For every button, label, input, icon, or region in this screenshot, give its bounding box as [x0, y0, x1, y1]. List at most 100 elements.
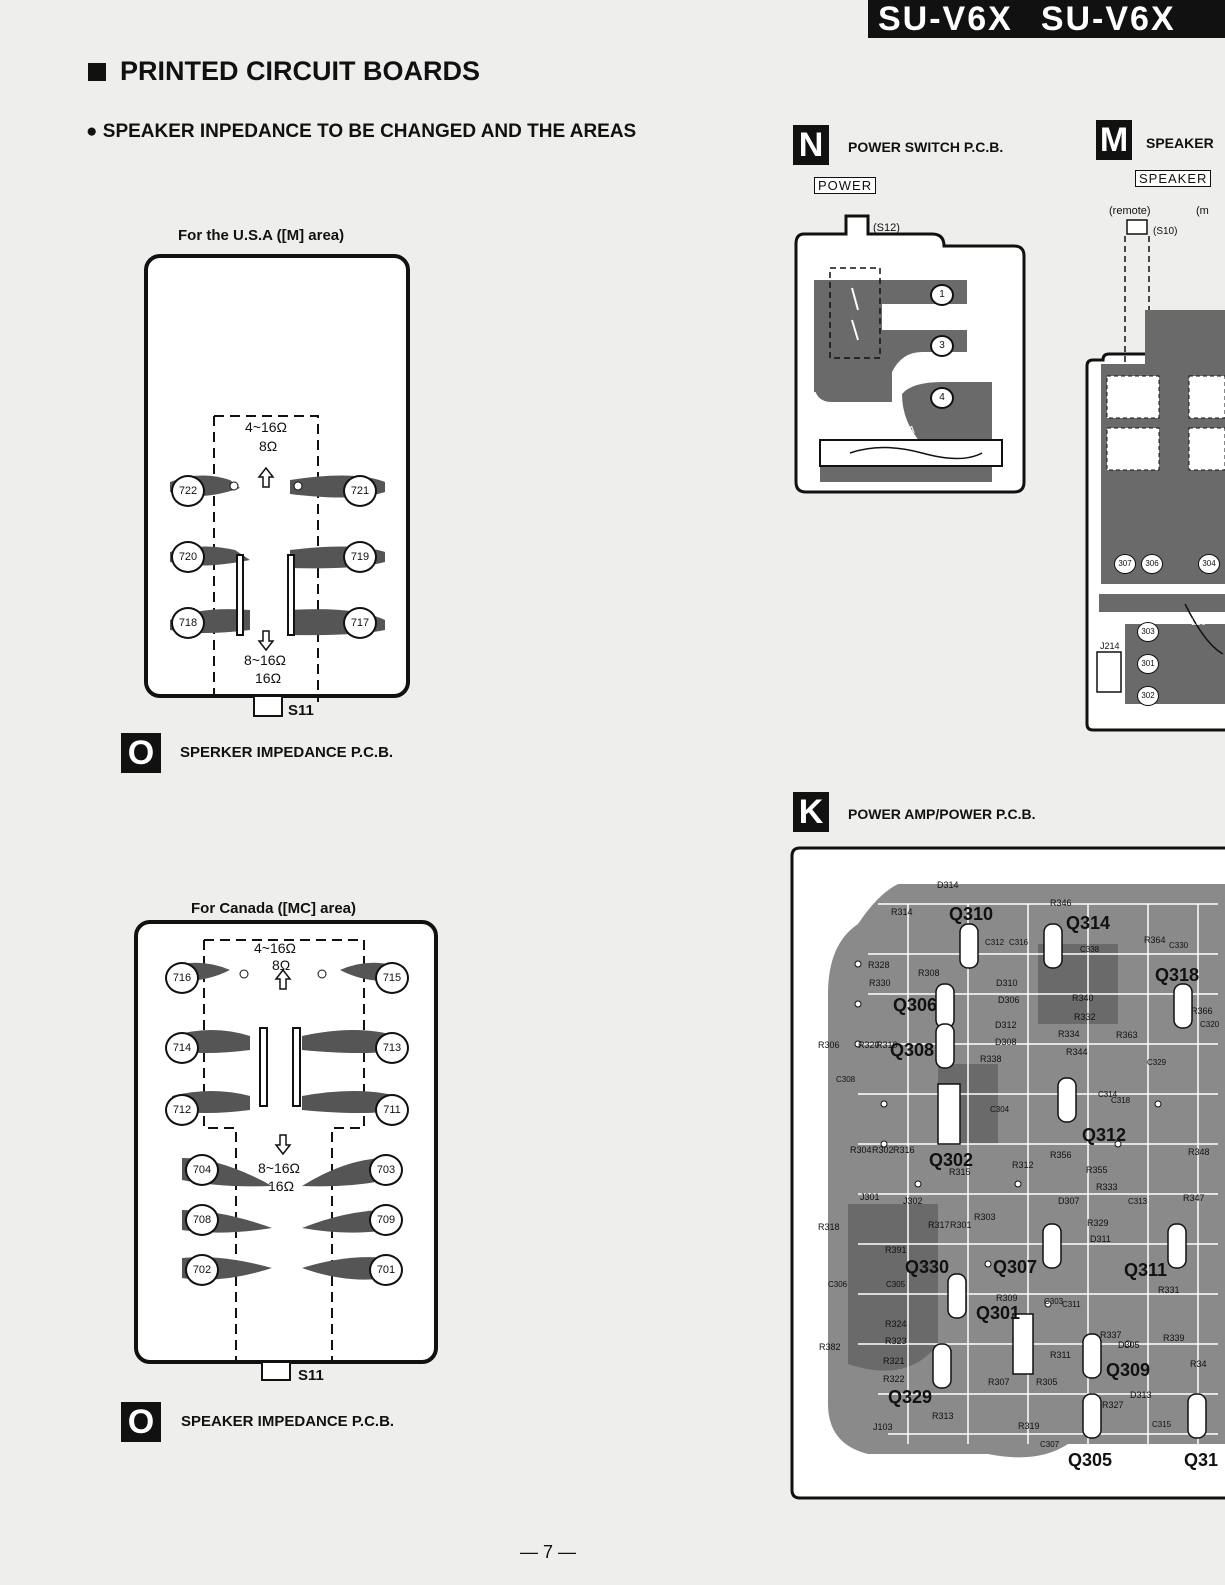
remote-label-partial: (m [1196, 205, 1209, 217]
pad-label: 709 [369, 1204, 403, 1236]
component-label: C304 [990, 1105, 1010, 1114]
component-label: R363 [1116, 1030, 1138, 1040]
component-label: R346 [1050, 898, 1072, 908]
component-label: R313 [932, 1411, 954, 1421]
component-label: R315 [949, 1167, 971, 1177]
page-number: — 7 — [520, 1542, 577, 1562]
component-label: Q305 [1068, 1450, 1113, 1470]
section-title: PRINTED CIRCUIT BOARDS [88, 56, 480, 87]
pad-label: 703 [369, 1154, 403, 1186]
component-label: R307 [988, 1377, 1010, 1387]
pad-label: 718 [171, 607, 205, 639]
component-label: C316 [1009, 938, 1029, 947]
component-label: Q308 [890, 1040, 935, 1060]
component-label: Q310 [949, 904, 994, 924]
component-label: Q311 [1124, 1260, 1168, 1280]
component-label: D307 [1058, 1196, 1080, 1206]
power-button-label: POWER [814, 177, 877, 194]
component-label: R366 [1191, 1006, 1213, 1016]
usa-board-title: SPERKER IMPEDANCE P.C.B. [180, 744, 394, 761]
component-label: D313 [1130, 1390, 1152, 1400]
component-label: R309 [996, 1293, 1018, 1303]
component-label: Q301 [976, 1303, 1021, 1323]
component-label: C305 [886, 1280, 906, 1289]
pad-label: 712 [165, 1094, 199, 1126]
speaker-board [1085, 219, 1225, 732]
power-switch-title: POWER SWITCH P.C.B. [848, 139, 1004, 155]
component-label: R347 [1183, 1193, 1205, 1203]
component-label: C306 [828, 1280, 848, 1289]
pad-label: 306 [1141, 554, 1163, 574]
component-label: R305 [1036, 1377, 1058, 1387]
component-label: C338 [1080, 945, 1100, 954]
component-label: C303 [1044, 1297, 1064, 1306]
pad-label: 719 [343, 541, 377, 573]
component-label: D306 [998, 995, 1020, 1005]
board-badge: O [121, 1402, 161, 1442]
usa-lower-label-2: 16Ω [255, 670, 282, 686]
component-label: R319 [1018, 1421, 1040, 1431]
component-label: R321 [883, 1356, 905, 1366]
off-label: off [1125, 375, 1135, 385]
canada-upper-label-1: 4~16Ω [254, 940, 296, 956]
component-label: Q309 [1106, 1360, 1151, 1380]
pad-label: 3 [930, 335, 954, 357]
component-label: R364 [1144, 935, 1166, 945]
component-label: R391 [885, 1245, 907, 1255]
on-label: on [1127, 446, 1138, 456]
component-label: D311 [1090, 1234, 1111, 1244]
component-label: R330 [869, 978, 891, 988]
component-label: R314 [891, 907, 913, 917]
coil-label: L30 [1191, 617, 1207, 627]
component-label: D305 [1118, 1340, 1140, 1350]
usa-lower-label-1: 8~16Ω [244, 652, 286, 668]
component-label: R338 [980, 1054, 1002, 1064]
subtitle: ● SPEAKER INPEDANCE TO BE CHANGED AND TH… [86, 121, 637, 142]
speaker-board-title: SPEAKER [1146, 135, 1214, 151]
component-label: R331 [1158, 1285, 1180, 1295]
component-label: R320 [858, 1040, 880, 1050]
component-label: R303 [974, 1212, 996, 1222]
power-amp-board [790, 846, 1225, 1500]
component-label: R332 [1074, 1012, 1096, 1022]
component-label: R318 [818, 1222, 840, 1232]
switch-ref: (S10) [1153, 226, 1178, 237]
speaker-button-label: SPEAKER [1135, 170, 1212, 187]
pad-label: 302 [1137, 686, 1159, 706]
component-label: C311 [1062, 1300, 1081, 1309]
component-label: Q318 [1155, 965, 1200, 985]
component-label: C318 [1111, 1096, 1131, 1105]
model-name: SU-V6X [878, 0, 1013, 38]
component-label: R355 [1086, 1165, 1108, 1175]
component-label: C330 [1169, 941, 1189, 950]
component-label: R322 [883, 1374, 905, 1384]
component-label: R348 [1188, 1147, 1210, 1157]
component-label: R382 [819, 1342, 841, 1352]
canada-lower-label-2: 16Ω [268, 1178, 295, 1194]
power-amp-title: POWER AMP/POWER P.C.B. [848, 806, 1036, 822]
component-label: Q314 [1066, 913, 1111, 933]
usa-upper-label-2: 8Ω [259, 438, 278, 454]
canada-upper-label-2: 8Ω [272, 957, 291, 973]
component-label: C320 [1200, 1020, 1220, 1029]
model-name: SU-V6X [1040, 0, 1176, 38]
board-badge: O [121, 733, 161, 773]
pad-label: 701 [369, 1254, 403, 1286]
pad-label: 713 [375, 1032, 409, 1064]
switch-ref: (S12) [873, 222, 900, 234]
component-label: R302 [872, 1145, 894, 1155]
component-label: R312 [1012, 1160, 1034, 1170]
canada-board-title: SPEAKER IMPEDANCE P.C.B. [181, 1413, 395, 1430]
board-badge: K [793, 792, 829, 832]
component-label: R324 [885, 1319, 907, 1329]
pad-label: 4 [930, 387, 954, 409]
component-label: Q302 [929, 1150, 974, 1170]
power-switch-board [794, 214, 1026, 494]
component-label: R329 [1087, 1218, 1109, 1228]
pad-label: 721 [343, 475, 377, 507]
component-label: R34 [1190, 1359, 1207, 1369]
bullet-square-icon [88, 63, 106, 81]
component-label: C308 [836, 1075, 856, 1084]
component-label: R328 [868, 960, 890, 970]
component-label: D312 [995, 1020, 1017, 1030]
